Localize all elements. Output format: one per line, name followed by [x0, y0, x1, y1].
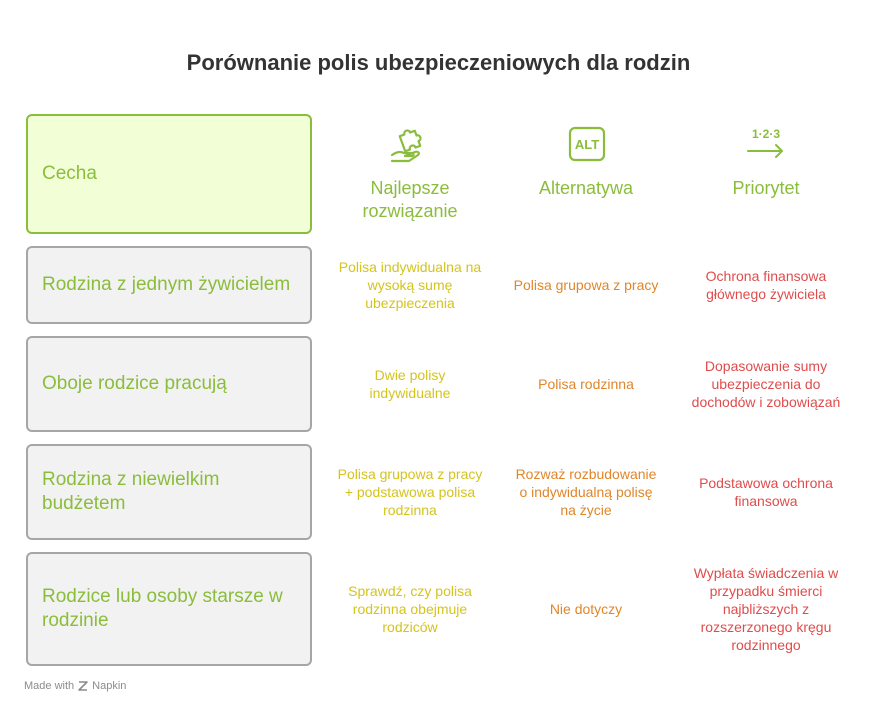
row-priority-cell: Dopasowanie sumy ubezpieczenia do dochod… [691, 357, 841, 411]
row-best-cell: Polisa grupowa z pracy + podstawowa poli… [337, 465, 483, 519]
row-feature-label: Rodzina z niewielkim budżetem [42, 469, 220, 514]
header-feature-cell: Cecha [26, 114, 312, 234]
puzzle-hand-icon [390, 129, 422, 163]
footer-attribution: Made with Napkin [24, 680, 126, 692]
footer-made-with: Made with [24, 680, 75, 692]
row-feature-cell: Rodzina z jednym żywicielem [26, 246, 312, 324]
row-best-cell: Dwie polisy indywidualne [369, 366, 451, 401]
row-alternative-cell: Nie dotyczy [549, 600, 623, 617]
row-alternative-cell: Polisa grupowa z pracy [513, 276, 659, 293]
row-feature-label: Rodzice lub osoby starsze w rodzinie [42, 586, 283, 631]
row-best-cell: Polisa indywidualna na wysoką sumę ubezp… [338, 258, 482, 312]
column-header-best: Najlepsze rozwiązanie [362, 178, 458, 221]
priority-123-icon: 1·2·3 [747, 127, 783, 158]
alt-icon-text: ALT [575, 137, 599, 152]
row-priority-cell: Podstawowa ochrona finansowa [699, 474, 833, 509]
row-priority-cell: Wypłata świadczenia w przypadku śmierci … [693, 564, 839, 654]
alt-icon: ALT [568, 126, 606, 162]
row-alternative-cell: Polisa rodzinna [538, 375, 634, 392]
footer-brand: Napkin [92, 680, 127, 692]
column-header-priority: Priorytet [732, 178, 800, 198]
row-feature-label: Oboje rodzice pracują [42, 373, 227, 395]
row-feature-cell: Rodzice lub osoby starsze w rodzinie [26, 552, 312, 666]
row-feature-label: Rodzina z jednym żywicielem [42, 274, 291, 296]
header-feature-label: Cecha [42, 163, 97, 185]
row-feature-cell: Oboje rodzice pracują [26, 336, 312, 432]
napkin-logo-icon [78, 681, 88, 691]
row-feature-cell: Rodzina z niewielkim budżetem [26, 444, 312, 540]
row-priority-cell: Ochrona finansowa głównego żywiciela [705, 267, 827, 302]
row-best-cell: Sprawdź, czy polisa rodzinna obejmuje ro… [348, 582, 472, 636]
priority-icon-text: 1·2·3 [752, 127, 780, 141]
row-alternative-cell: Rozważ rozbudowanie o indywidualną polis… [515, 465, 657, 519]
column-header-alternative: Alternatywa [538, 178, 634, 198]
page-title: Porównanie polis ubezpieczeniowych dla r… [186, 50, 691, 75]
